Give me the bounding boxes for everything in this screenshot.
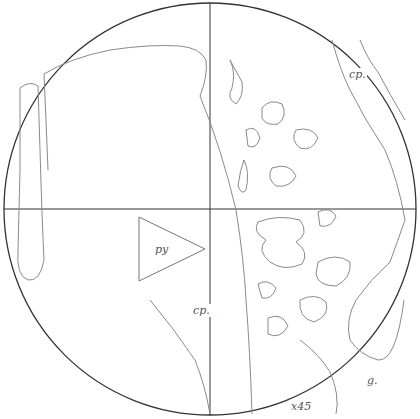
pyrite-grain: py (138, 216, 206, 282)
triangle-outline (138, 216, 206, 282)
mineral-label: g. (366, 374, 379, 387)
mineral-label: cp. (192, 304, 211, 317)
mineral-label: py (155, 243, 168, 256)
mineral-label: cp. (348, 68, 367, 81)
magnification-note: x45 (290, 400, 312, 413)
